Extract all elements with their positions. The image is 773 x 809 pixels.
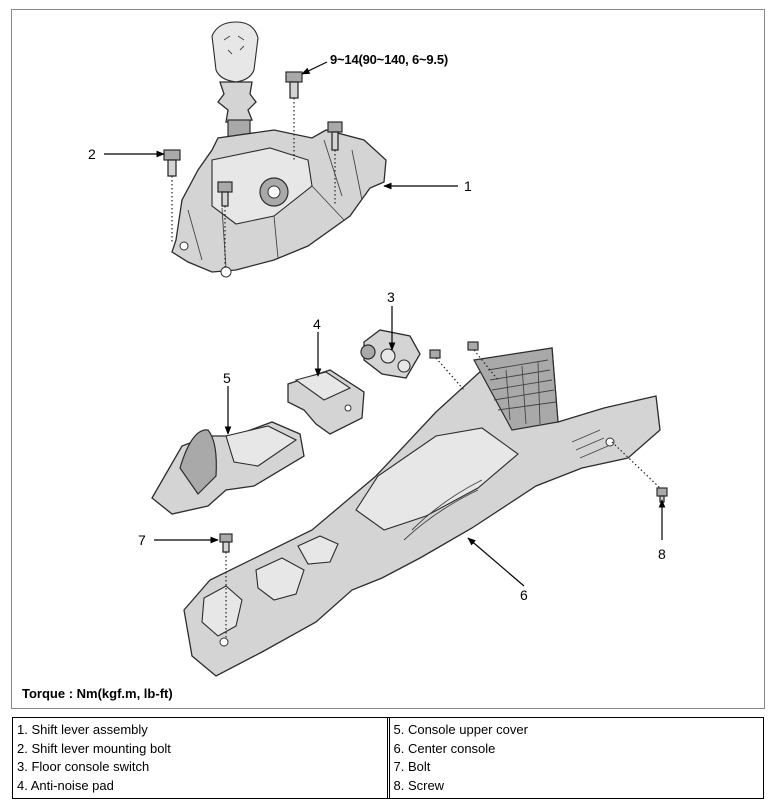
legend-item: 8. Screw [393,777,445,793]
legend-item: 4. Anti-noise pad [17,777,114,793]
legend-column-left: 1. Shift lever assembly 2. Shift lever m… [13,718,387,798]
shift-lever-assembly [171,21,387,278]
callout-8: 8 [658,546,666,562]
console-upper-cover [151,421,305,515]
parts-legend-table: 1. Shift lever assembly 2. Shift lever m… [12,717,764,799]
callout-5: 5 [223,370,231,386]
legend-column-right: 5. Console upper cover 6. Center console… [386,718,764,798]
center-console [183,341,661,677]
callout-3: 3 [387,289,395,305]
parts-drawing [104,21,668,677]
legend-item: 1. Shift lever assembly [17,722,148,737]
torque-spec-label: 9~14(90~140, 6~9.5) [330,52,448,67]
callout-7: 7 [138,532,146,548]
legend-item: 2. Shift lever mounting bolt [17,740,171,756]
legend-item: 7. Bolt [393,759,431,774]
callout-1: 1 [464,178,472,194]
floor-console-switch [360,329,421,379]
callout-2: 2 [88,146,96,162]
callout-4: 4 [313,316,321,332]
torque-unit-note: Torque : Nm(kgf.m, lb-ft) [22,686,173,701]
screw [656,487,668,503]
legend-item: 3. Floor console switch [17,759,150,774]
shift-lever-mounting-bolt [163,71,303,177]
anti-noise-pad [287,369,365,435]
callout-6: 6 [520,587,528,603]
legend-item: 5. Console upper cover [393,722,528,737]
exploded-view-figure: 2 1 3 4 5 7 8 6 9~14(90~140, 6~9.5) Torq… [11,9,765,709]
legend-item: 6. Center console [393,740,496,756]
bolt [219,533,233,553]
